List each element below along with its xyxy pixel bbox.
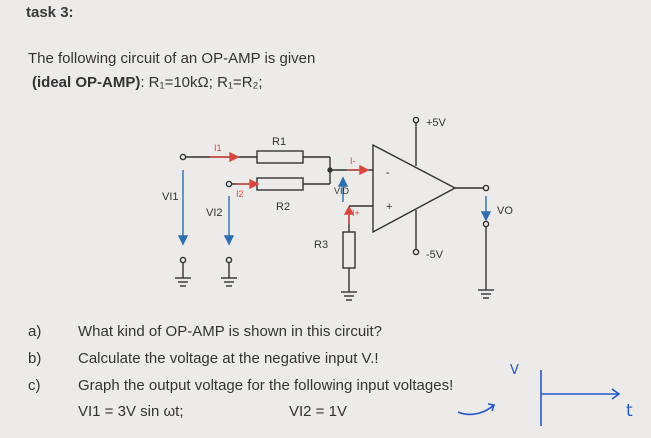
vi1-label: VI1: [162, 191, 179, 203]
resistor-r2: [256, 177, 304, 191]
i1-label: I1: [214, 143, 222, 153]
intro-ideal-label: (ideal OP-AMP): [32, 74, 141, 91]
handwritten-graph-sketch: [457, 370, 621, 426]
i-minus-label: I-: [350, 156, 356, 166]
question-b-text: Calculate the voltage at the negative in…: [78, 350, 379, 367]
question-c-text: Graph the output voltage for the followi…: [78, 377, 454, 394]
vid-label: VID: [334, 186, 350, 196]
intro-line-1: The following circuit of an OP-AMP is gi…: [28, 50, 316, 67]
resistor-r1: [256, 150, 304, 164]
question-a-label: a): [28, 323, 42, 340]
vi2-label: VI2: [206, 207, 223, 219]
vo-label: VO: [497, 205, 513, 217]
input-vi2-value: VI2 = 1V: [289, 403, 347, 420]
r2-label: R2: [276, 201, 290, 213]
intro-resistor-values: : R₁=10kΩ; R₁=R₂;: [140, 74, 263, 91]
question-c-label: c): [28, 377, 41, 394]
supply-negative-label: -5V: [426, 249, 444, 261]
i-plus-label: I+: [352, 208, 360, 218]
task-title: task 3:: [26, 4, 74, 21]
op-amp-plus-sign: +: [386, 201, 392, 213]
op-amp-triangle: [372, 143, 457, 234]
input-vi1-value: VI1 = 3V sin ωt;: [78, 403, 184, 420]
handwritten-v-label: V: [510, 363, 519, 378]
op-amp-minus-sign: -: [386, 167, 390, 179]
resistor-r3: [342, 231, 356, 269]
question-a-text: What kind of OP-AMP is shown in this cir…: [78, 323, 382, 340]
r1-label: R1: [272, 136, 286, 148]
intro-line-2: (ideal OP-AMP): R₁=10kΩ; R₁=R₂;: [32, 74, 263, 91]
handwritten-t-label: t: [626, 401, 633, 421]
i2-label: I2: [236, 189, 244, 199]
supply-positive-label: +5V: [426, 117, 447, 129]
r3-label: R3: [314, 239, 328, 251]
question-b-label: b): [28, 350, 42, 367]
